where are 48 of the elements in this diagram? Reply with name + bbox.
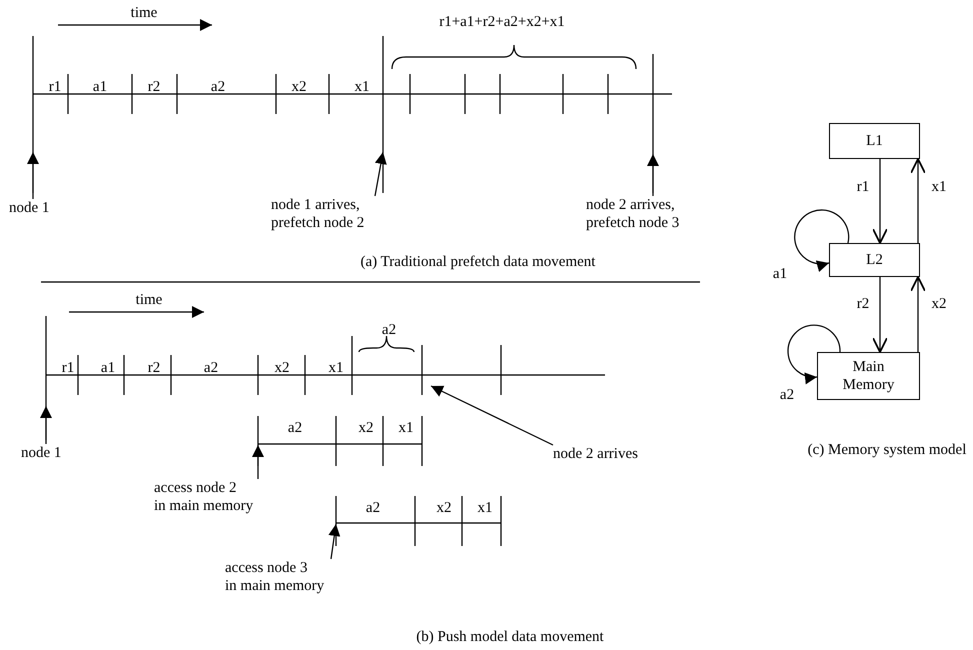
arrow [787,324,841,384]
axis-label: time [130,4,158,22]
arrow [872,159,888,244]
segment-label: a2 [288,419,302,437]
axis-label: time [136,291,162,309]
memory-box: L2 [829,243,920,277]
event-label: node 2 arrives [553,445,649,463]
arrow [430,385,554,446]
event-label: node 2 arrives, prefetch node 3 [586,196,690,232]
segment-label: x1 [398,419,414,437]
segment-label: a2 [366,499,380,517]
arrow [794,209,850,272]
event-label: access node 3 in main memory [225,559,331,595]
segment-label: a2 [210,78,226,96]
segment-label: x2 [436,499,452,517]
event-label: access node 2 in main memory [154,479,260,515]
brace-label: a2 [382,321,396,339]
arrow [374,152,387,196]
arrow [27,152,39,199]
event-label: node 1 [21,444,69,462]
memory-box: Main Memory [817,352,920,400]
arrow [910,276,926,352]
caption: (b) Push model data movement [416,628,604,646]
segment-label: a1 [92,78,108,96]
caption: (c) Memory system model [808,441,966,459]
arrow [328,524,340,560]
segment-label: x2 [358,419,374,437]
segment-label: r2 [148,359,160,377]
brace-label: r1+a1+r2+a2+x2+x1 [439,13,565,31]
arrow [872,277,888,353]
segment-label: x1 [478,499,492,517]
event-label: node 1 arrives, prefetch node 2 [271,196,375,232]
arrow [40,406,52,444]
segment-label: x1 [354,78,370,96]
arrow [252,445,264,479]
segment-label: x2 [274,359,290,377]
segment-label: x1 [328,359,344,377]
segment-label: r1 [48,78,62,96]
arrow [647,154,659,196]
segment-label: x2 [292,78,306,96]
segment-label: a1 [100,359,116,377]
segment-label: r2 [148,78,160,96]
memory-box: L1 [829,123,920,159]
caption: (a) Traditional prefetch data movement [360,253,596,271]
segment-label: a2 [204,359,218,377]
event-label: node 1 [9,199,57,217]
segment-label: r1 [62,359,74,377]
arrow [910,158,926,243]
